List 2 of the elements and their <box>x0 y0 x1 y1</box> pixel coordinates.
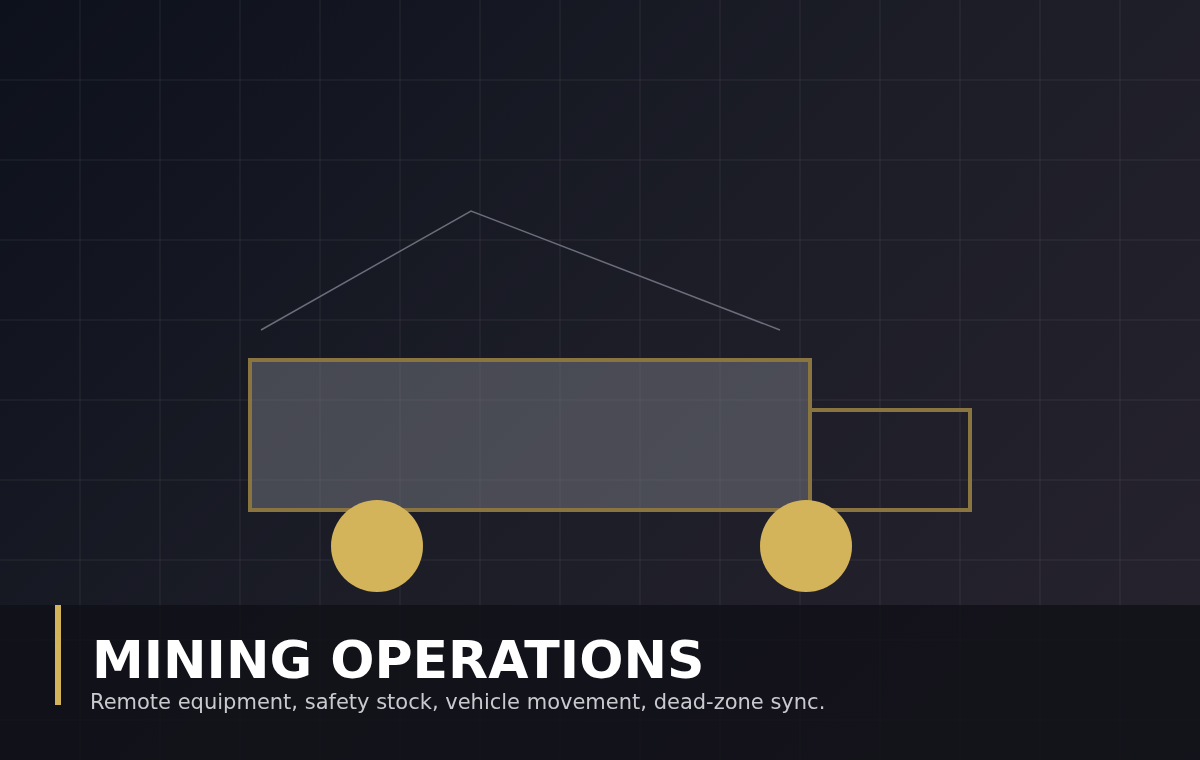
title: MINING OPERATIONS <box>92 630 705 690</box>
caption: Remote equipment, safety stock, vehicle movement, dead-zone sync. <box>90 689 826 716</box>
